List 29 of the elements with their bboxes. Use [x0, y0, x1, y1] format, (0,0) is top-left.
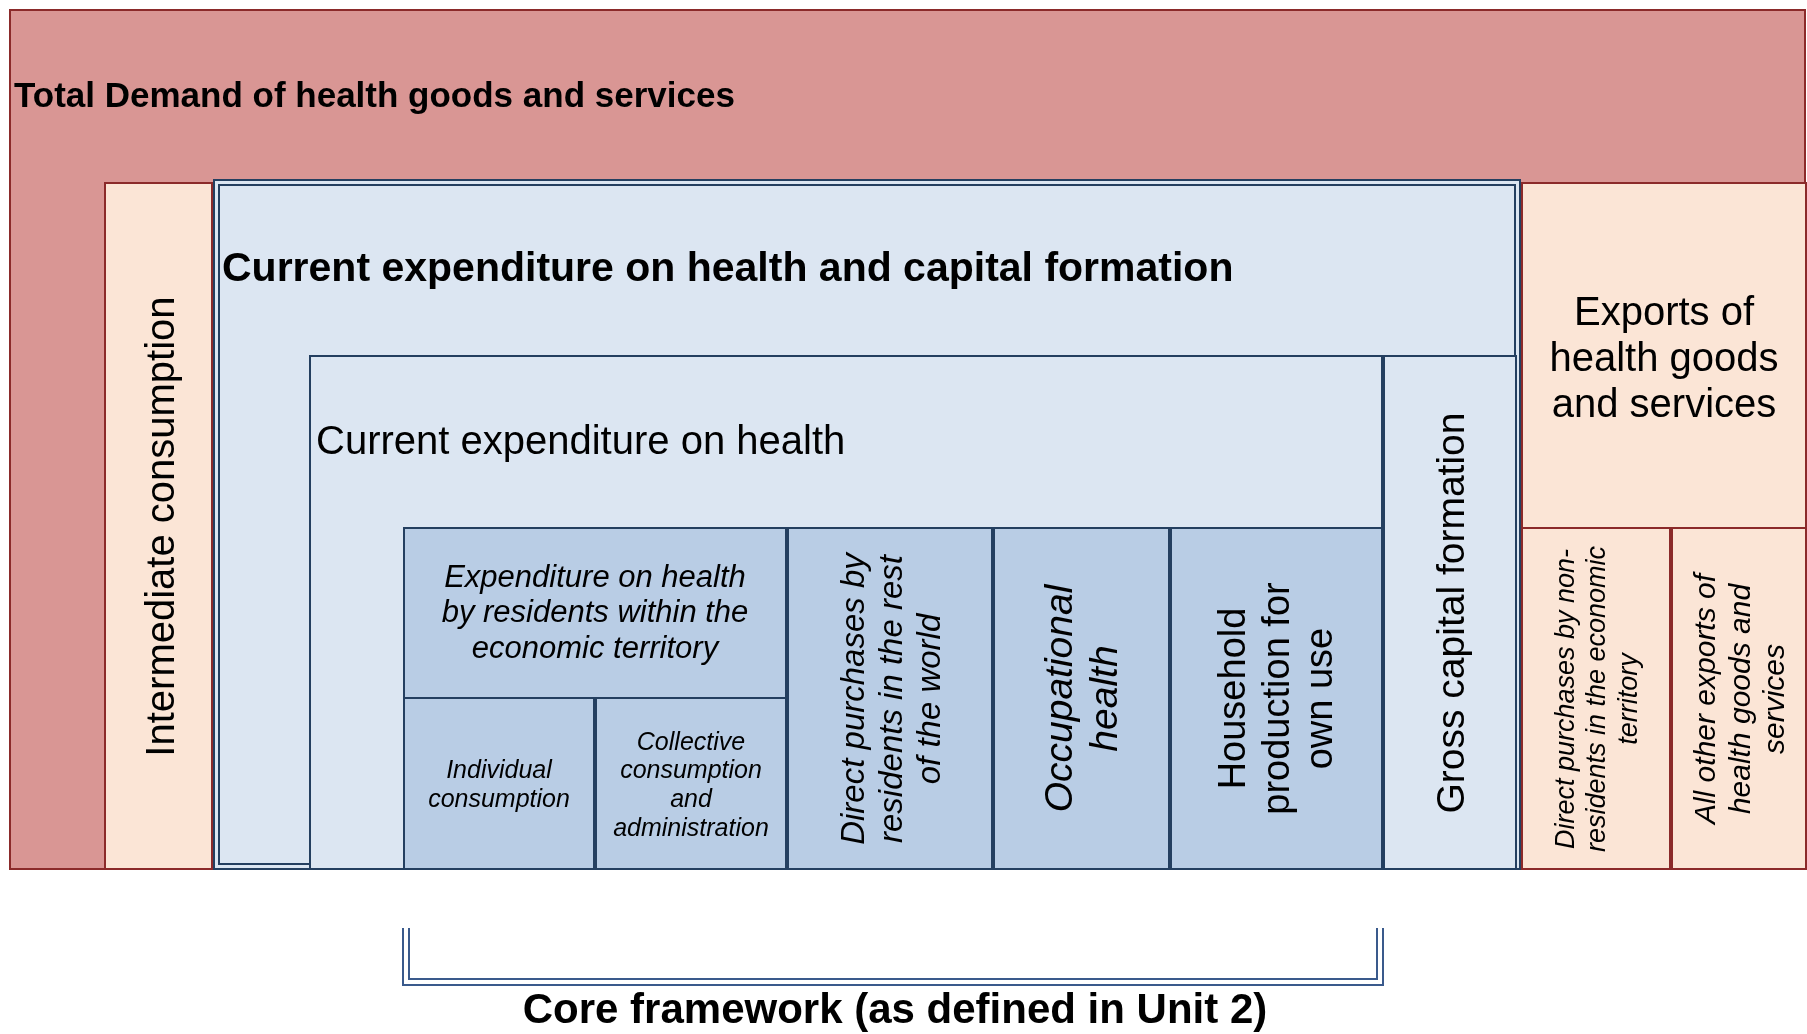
vertical-label: Occupational health	[1036, 582, 1126, 815]
category-box	[9, 9, 1806, 870]
category-box	[213, 179, 1521, 870]
category-box	[787, 527, 993, 870]
category-box	[1383, 355, 1517, 870]
box-heading: Total Demand of health goods and services	[14, 74, 735, 116]
box-label: Individual consumption	[427, 755, 571, 813]
box-label: Exports of health goods and services	[1548, 288, 1780, 426]
category-box	[1521, 527, 1671, 870]
vertical-label: Direct purchases by residents in the rest of the world	[833, 550, 947, 847]
vertical-label: Direct purchases by non-residents in the economic territory	[1549, 544, 1643, 854]
vertical-label: Gross capital formation	[1427, 412, 1473, 813]
category-box	[1170, 527, 1383, 870]
box-label: Collective consumption and administration	[612, 726, 770, 842]
category-box	[309, 355, 1383, 870]
category-box	[1521, 182, 1807, 870]
vertical-label: Intermediate consumption	[135, 295, 182, 757]
box-heading: Current expenditure on health and capital formation	[222, 244, 1234, 292]
category-box	[1671, 527, 1807, 870]
category-box	[403, 527, 787, 870]
vertical-label: Household production for own use	[1210, 581, 1342, 817]
category-box	[104, 182, 213, 870]
vertical-label: All other exports of health goods and services	[1687, 570, 1791, 828]
caption: Core framework (as defined in Unit 2)	[521, 985, 1269, 1033]
box-heading: Current expenditure on health	[316, 417, 846, 463]
category-box	[993, 527, 1170, 870]
category-box	[403, 697, 595, 870]
category-box	[595, 697, 787, 870]
box-label: Expenditure on health by residents within the economic territory	[440, 558, 750, 666]
